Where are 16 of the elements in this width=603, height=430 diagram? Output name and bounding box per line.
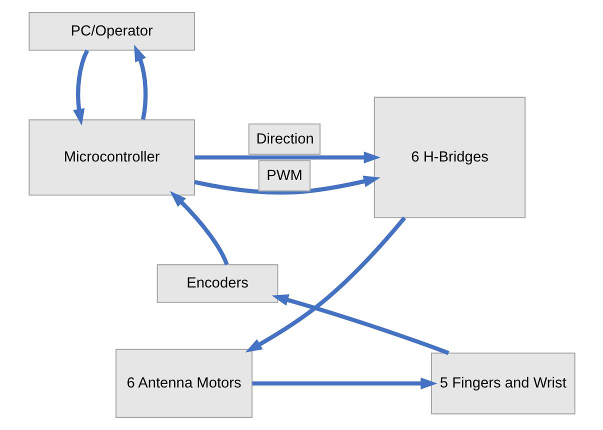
edge-label: PWM [266,168,302,184]
node-box: 5 Fingers and Wrist [430,352,575,414]
node-box: Microcontroller [28,119,195,196]
arrow [244,216,406,352]
arrow [194,176,380,195]
arrow [194,152,380,164]
node-box: PC/Operator [28,12,195,51]
arrow [252,378,437,390]
arrow [72,50,89,126]
edge-label: Direction [256,132,314,148]
node-box: 6 Antenna Motors [115,348,252,418]
arrow [271,294,449,355]
arrow [133,44,148,120]
arrow [169,190,228,266]
node-box: Encoders [156,264,278,303]
node-box: 6 H-Bridges [373,96,526,218]
